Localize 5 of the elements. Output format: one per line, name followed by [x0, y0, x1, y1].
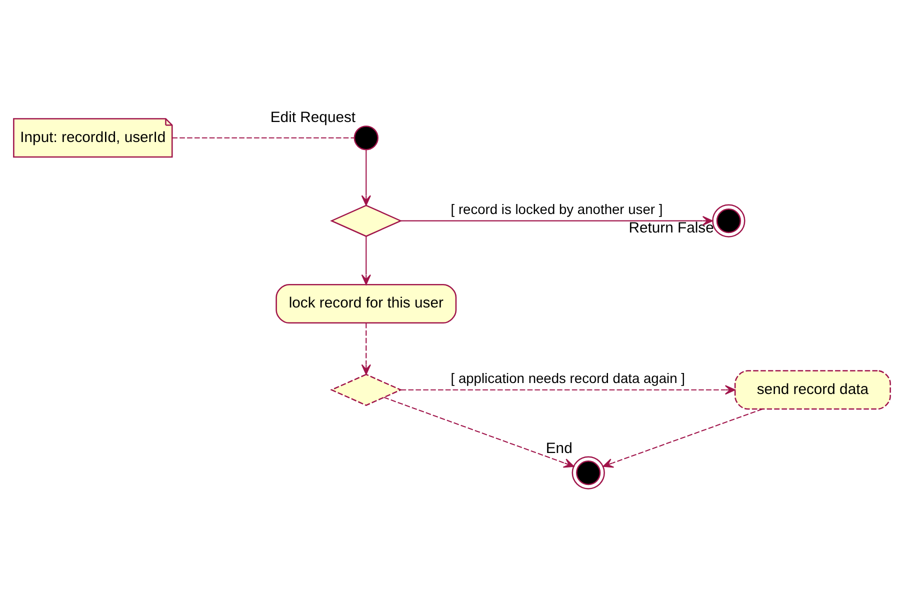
node-label: End: [545, 440, 572, 457]
edge-label: [ application needs record data again ]: [450, 370, 684, 386]
edge-label: [ record is locked by another user ]: [450, 200, 662, 217]
node-label: Edit Request: [270, 110, 356, 126]
node-label: Return False: [628, 220, 714, 237]
